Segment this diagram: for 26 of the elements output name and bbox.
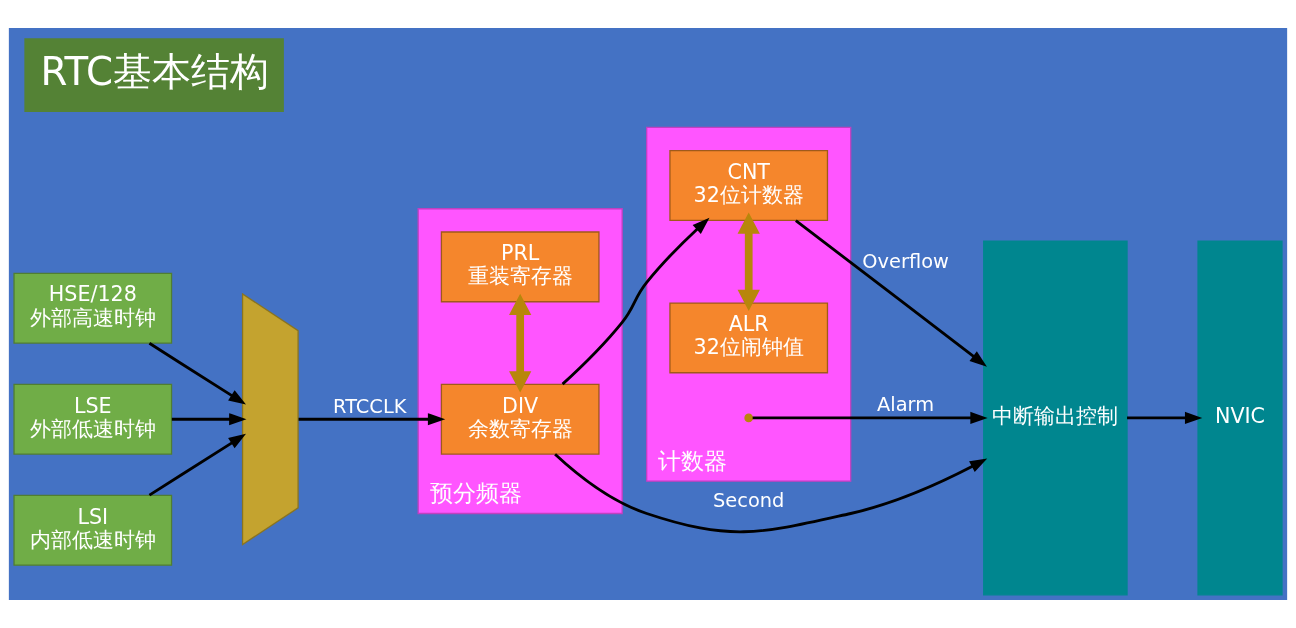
arrow <box>561 217 710 386</box>
edge-label: Alarm <box>877 393 935 417</box>
node-trapezoid <box>241 292 299 546</box>
arrow <box>298 413 446 426</box>
arrow <box>1127 411 1203 424</box>
node-box: HSE/128 外部高速时钟 <box>13 272 173 344</box>
edge-label: Overflow <box>862 250 949 274</box>
node-box: LSE 外部低速时钟 <box>13 383 173 455</box>
edge-label: Second <box>713 489 785 513</box>
node-box: ALR 32位闹钟值 <box>669 302 829 374</box>
arrow <box>148 433 246 497</box>
node-box: DIV 余数寄存器 <box>440 383 600 455</box>
arrow <box>752 411 988 424</box>
node-box: PRL 重装寄存器 <box>440 231 600 303</box>
arrow <box>737 212 760 312</box>
node-box: NVIC <box>1197 240 1283 596</box>
node-box: LSI 内部低速时钟 <box>13 494 173 566</box>
arrow <box>171 413 247 426</box>
arrow <box>554 453 988 534</box>
node-box: 中断输出控制 <box>983 240 1128 596</box>
arrow <box>795 219 987 367</box>
diagram-title: RTC基本结构 <box>40 49 270 95</box>
arrow <box>148 342 246 405</box>
edge-label: RTCCLK <box>333 394 407 418</box>
arrow <box>509 293 532 393</box>
node-box: CNT 32位计数器 <box>669 150 829 222</box>
